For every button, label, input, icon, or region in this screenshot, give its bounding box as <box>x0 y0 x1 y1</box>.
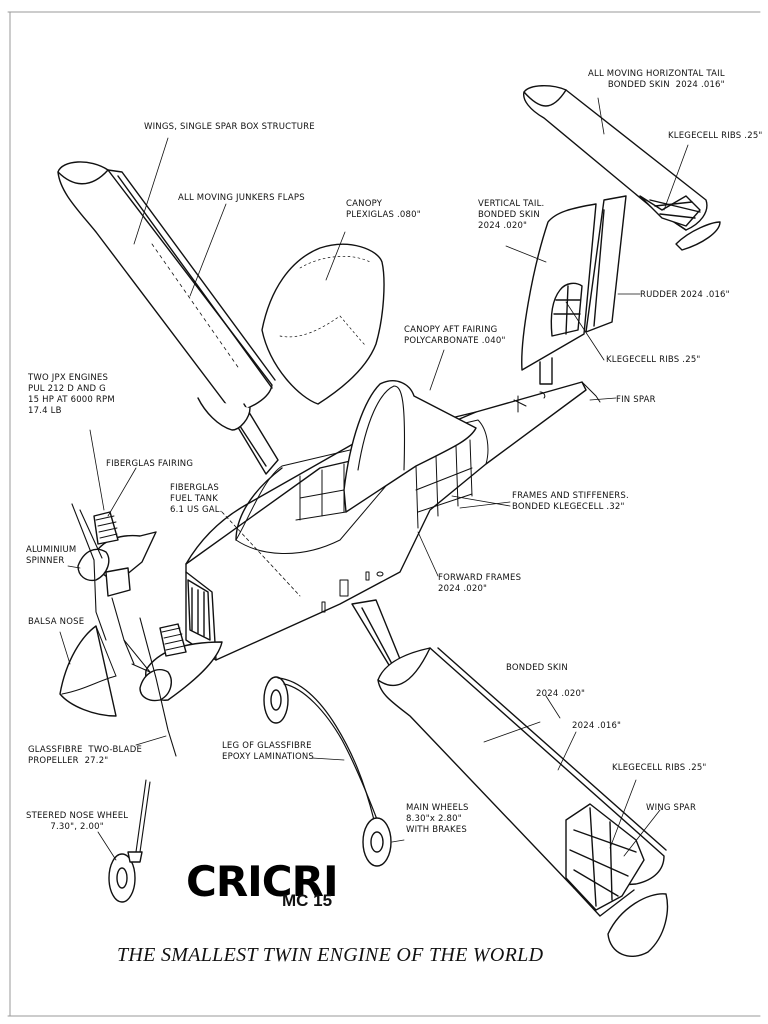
page-frame <box>7 11 761 1017</box>
label-forward-frames: FORWARD FRAMES 2024 .020" <box>438 573 522 594</box>
left-wing <box>57 161 279 475</box>
label-skin-016: 2024 .016" <box>572 721 622 731</box>
horizontal-tail <box>523 85 721 251</box>
label-klegecell-ribs-wing: KLEGECELL RIBS .25" <box>612 763 707 773</box>
label-fin-spar: FIN SPAR <box>616 395 656 405</box>
right-wing <box>351 599 669 957</box>
label-balsa-nose: BALSA NOSE <box>28 617 85 627</box>
label-canopy: CANOPY PLEXIGLAS .080" <box>346 199 421 220</box>
label-klegecell-ribs-fin: KLEGECELL RIBS .25" <box>606 355 701 365</box>
leader-lines <box>59 97 689 861</box>
label-bonded-skin: BONDED SKIN <box>506 663 568 673</box>
label-rudder: RUDDER 2024 .016" <box>640 290 730 300</box>
label-canopy-aft-fairing: CANOPY AFT FAIRING POLYCARBONATE .040" <box>404 325 506 346</box>
tagline: THE SMALLEST TWIN ENGINE OF THE WORLD <box>117 944 544 966</box>
cricri-logo: CRICRI <box>186 857 339 906</box>
landing-gear <box>108 676 392 903</box>
label-wings: WINGS, SINGLE SPAR BOX STRUCTURE <box>144 122 315 132</box>
label-engines: TWO JPX ENGINES PUL 212 D AND G 15 HP AT… <box>28 373 115 416</box>
label-leg: LEG OF GLASSFIBRE EPOXY LAMINATIONS <box>222 741 315 762</box>
label-fiberglas-fairing: FIBERGLAS FAIRING <box>106 459 194 469</box>
label-frames-stiffeners: FRAMES AND STIFFENERS. BONDED KLEGECELL … <box>512 491 629 512</box>
label-fuel-tank: FIBERGLAS FUEL TANK 6.1 US GAL. <box>170 483 223 515</box>
label-nose-wheel: STEERED NOSE WHEEL 7.30", 2.00" <box>26 811 129 832</box>
canopy <box>261 243 385 405</box>
label-junkers-flaps: ALL MOVING JUNKERS FLAPS <box>178 193 305 203</box>
vertical-tail <box>521 195 627 385</box>
label-klegecell-ribs-tail: KLEGECELL RIBS .25" <box>668 131 763 141</box>
label-aluminium-spinner: ALUMINIUM SPINNER <box>26 545 77 566</box>
label-wing-spar: WING SPAR <box>646 803 697 813</box>
label-main-wheels: MAIN WHEELS 8.30"x 2.80" WITH BRAKES <box>406 803 469 835</box>
fuselage <box>185 380 601 661</box>
label-propeller: GLASSFIBRE TWO-BLADE PROPELLER 27.2" <box>28 745 143 766</box>
label-skin-020: 2024 .020" <box>536 689 586 699</box>
engines-and-propellers <box>59 503 223 757</box>
model-designation: MC 15 <box>282 891 333 910</box>
label-horizontal-tail: ALL MOVING HORIZONTAL TAIL BONDED SKIN 2… <box>588 69 725 90</box>
label-vertical-tail: VERTICAL TAIL. BONDED SKIN 2024 .020" <box>478 199 545 231</box>
